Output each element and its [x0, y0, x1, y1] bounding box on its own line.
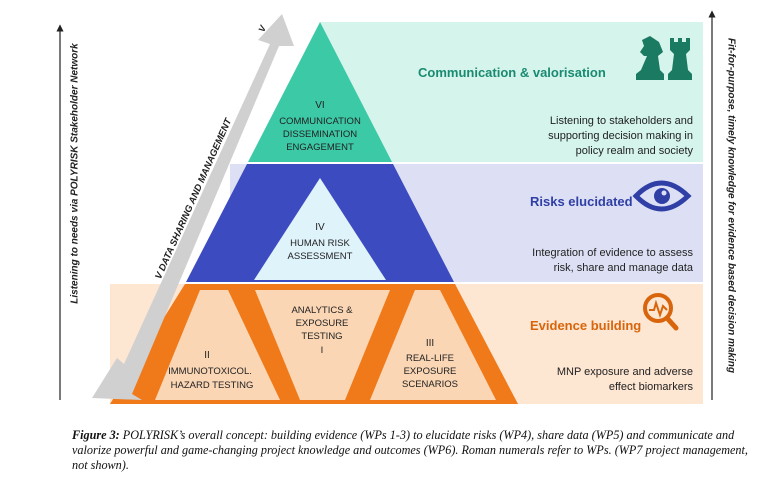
risks-desc-1: Integration of evidence to assess [532, 247, 693, 259]
wp6-numeral: VI [315, 100, 324, 111]
wp1-line-2: EXPOSURE [296, 318, 349, 329]
communication-triangle [248, 22, 392, 162]
caption-text: POLYRISK’s overall concept: building evi… [72, 428, 748, 472]
diagonal-arrow-numeral: V [256, 23, 268, 33]
wp6-line-3: ENGAGEMENT [286, 142, 354, 153]
evidence-desc-1: MNP exposure and adverse [557, 366, 693, 378]
wp2-numeral: II [204, 350, 210, 361]
left-vertical-label: Listening to needs via POLYRISK Stakehol… [69, 43, 81, 304]
communication-desc-1: Listening to stakeholders and [550, 115, 693, 127]
caption-label: Figure 3: [72, 428, 120, 442]
wp6-line-1: COMMUNICATION [279, 116, 361, 127]
wp1-line-3: TESTING [301, 331, 342, 342]
communication-title: Communication & valorisation [418, 65, 606, 80]
evidence-left-panel [155, 290, 280, 400]
eye-icon [632, 180, 692, 212]
wp3-numeral: III [426, 338, 434, 349]
wp3-line-1: REAL-LIFE [406, 353, 454, 364]
wp4-numeral: IV [315, 222, 325, 233]
wp1-line-1: ANALYTICS & [291, 305, 353, 316]
wp4-line-2: ASSESSMENT [288, 251, 353, 262]
communication-band [320, 22, 703, 162]
risks-desc-2: risk, share and manage data [554, 262, 694, 274]
wp6-line-2: DISSEMINATION [283, 129, 357, 140]
magnifier-chart-icon [643, 293, 679, 331]
evidence-center-panel [255, 290, 390, 400]
polyrisk-concept-diagram: VI COMMUNICATION DISSEMINATION ENGAGEMEN… [56, 10, 716, 404]
wp3-line-2: EXPOSURE [404, 366, 457, 377]
wp4-line-1: HUMAN RISK [290, 238, 350, 249]
communication-desc-3: policy realm and society [576, 145, 694, 157]
data-sharing-diagonal-arrow [92, 14, 294, 400]
wp2-line-2: HAZARD TESTING [171, 380, 254, 391]
wp3-line-3: SCENARIOS [402, 379, 458, 390]
figure-caption: Figure 3: POLYRISK’s overall concept: bu… [72, 428, 752, 473]
risk-inner-triangle [254, 178, 386, 280]
wp1-numeral: I [321, 345, 324, 356]
chess-pieces-icon [636, 36, 692, 80]
evidence-desc-2: effect biomarkers [609, 381, 694, 393]
wp2-line-1: IMMUNOTOXICOL. [168, 366, 252, 377]
evidence-title: Evidence building [530, 318, 641, 333]
risks-title: Risks elucidated [530, 194, 633, 209]
communication-desc-2: supporting decision making in [548, 130, 693, 142]
right-vertical-label: Fit-for-purpose, timely knowledge for ev… [725, 37, 737, 374]
evidence-right-panel [370, 290, 496, 400]
